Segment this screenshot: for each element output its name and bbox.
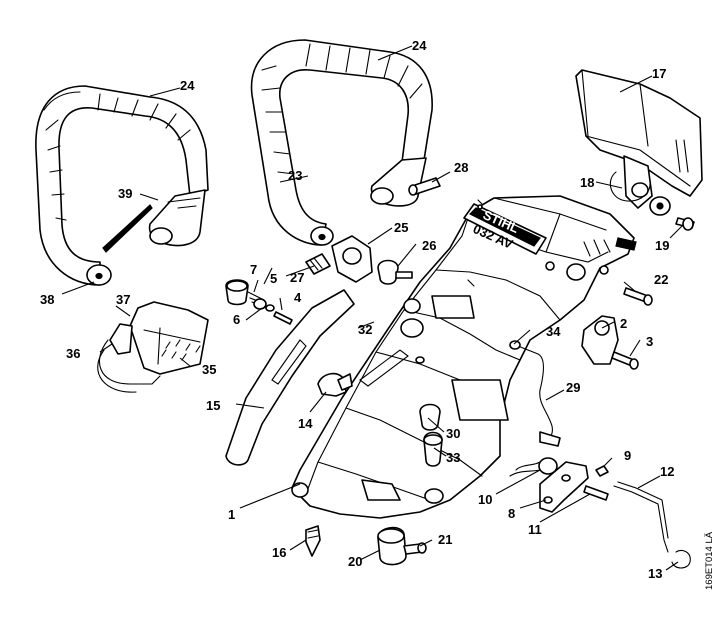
callout-38: 38 [40, 292, 54, 307]
callout-27: 27 [290, 270, 304, 285]
callout-19: 19 [655, 238, 669, 253]
callout-23: 23 [288, 168, 302, 183]
callout-2: 2 [620, 316, 627, 331]
callout-4: 4 [294, 290, 302, 305]
callout-17: 17 [652, 66, 666, 81]
callout-labels: 1 2 3 4 5 6 7 8 9 10 11 12 13 14 15 16 1… [40, 38, 674, 581]
callout-1: 1 [228, 507, 235, 522]
callout-36: 36 [66, 346, 80, 361]
callout-15: 15 [206, 398, 220, 413]
callout-22: 22 [654, 272, 668, 287]
callout-18: 18 [580, 175, 594, 190]
callout-16: 16 [272, 545, 286, 560]
callout-21: 21 [438, 532, 452, 547]
side-parts [97, 289, 355, 466]
handlebar-right [250, 39, 441, 246]
callout-32: 32 [358, 322, 372, 337]
bottom-parts [305, 457, 691, 569]
small-parts-left [225, 235, 413, 325]
housing [291, 195, 637, 519]
callout-37: 37 [116, 292, 130, 307]
callout-13: 13 [648, 566, 662, 581]
callout-14: 14 [298, 416, 313, 431]
callout-11: 11 [528, 522, 542, 537]
reference-code: 169ET014 LÄ [704, 531, 715, 590]
callout-26: 26 [422, 238, 436, 253]
callout-24-left: 24 [180, 78, 195, 93]
callout-6: 6 [233, 312, 240, 327]
callout-5: 5 [270, 271, 277, 286]
callout-35: 35 [202, 362, 216, 377]
callout-10: 10 [478, 492, 492, 507]
callout-34: 34 [546, 324, 561, 339]
callout-24-right: 24 [412, 38, 427, 53]
callout-30: 30 [446, 426, 460, 441]
leader-lines [61, 45, 683, 571]
callout-8: 8 [508, 506, 515, 521]
callout-39: 39 [118, 186, 132, 201]
callout-29: 29 [566, 380, 580, 395]
callout-20: 20 [348, 554, 362, 569]
callout-25: 25 [394, 220, 408, 235]
callout-28: 28 [454, 160, 468, 175]
callout-9: 9 [624, 448, 631, 463]
callout-7: 7 [250, 262, 257, 277]
callout-33: 33 [446, 450, 460, 465]
callout-12: 12 [660, 464, 674, 479]
handlebar-left [35, 85, 209, 286]
callout-3: 3 [646, 334, 653, 349]
top-cover [477, 69, 703, 231]
